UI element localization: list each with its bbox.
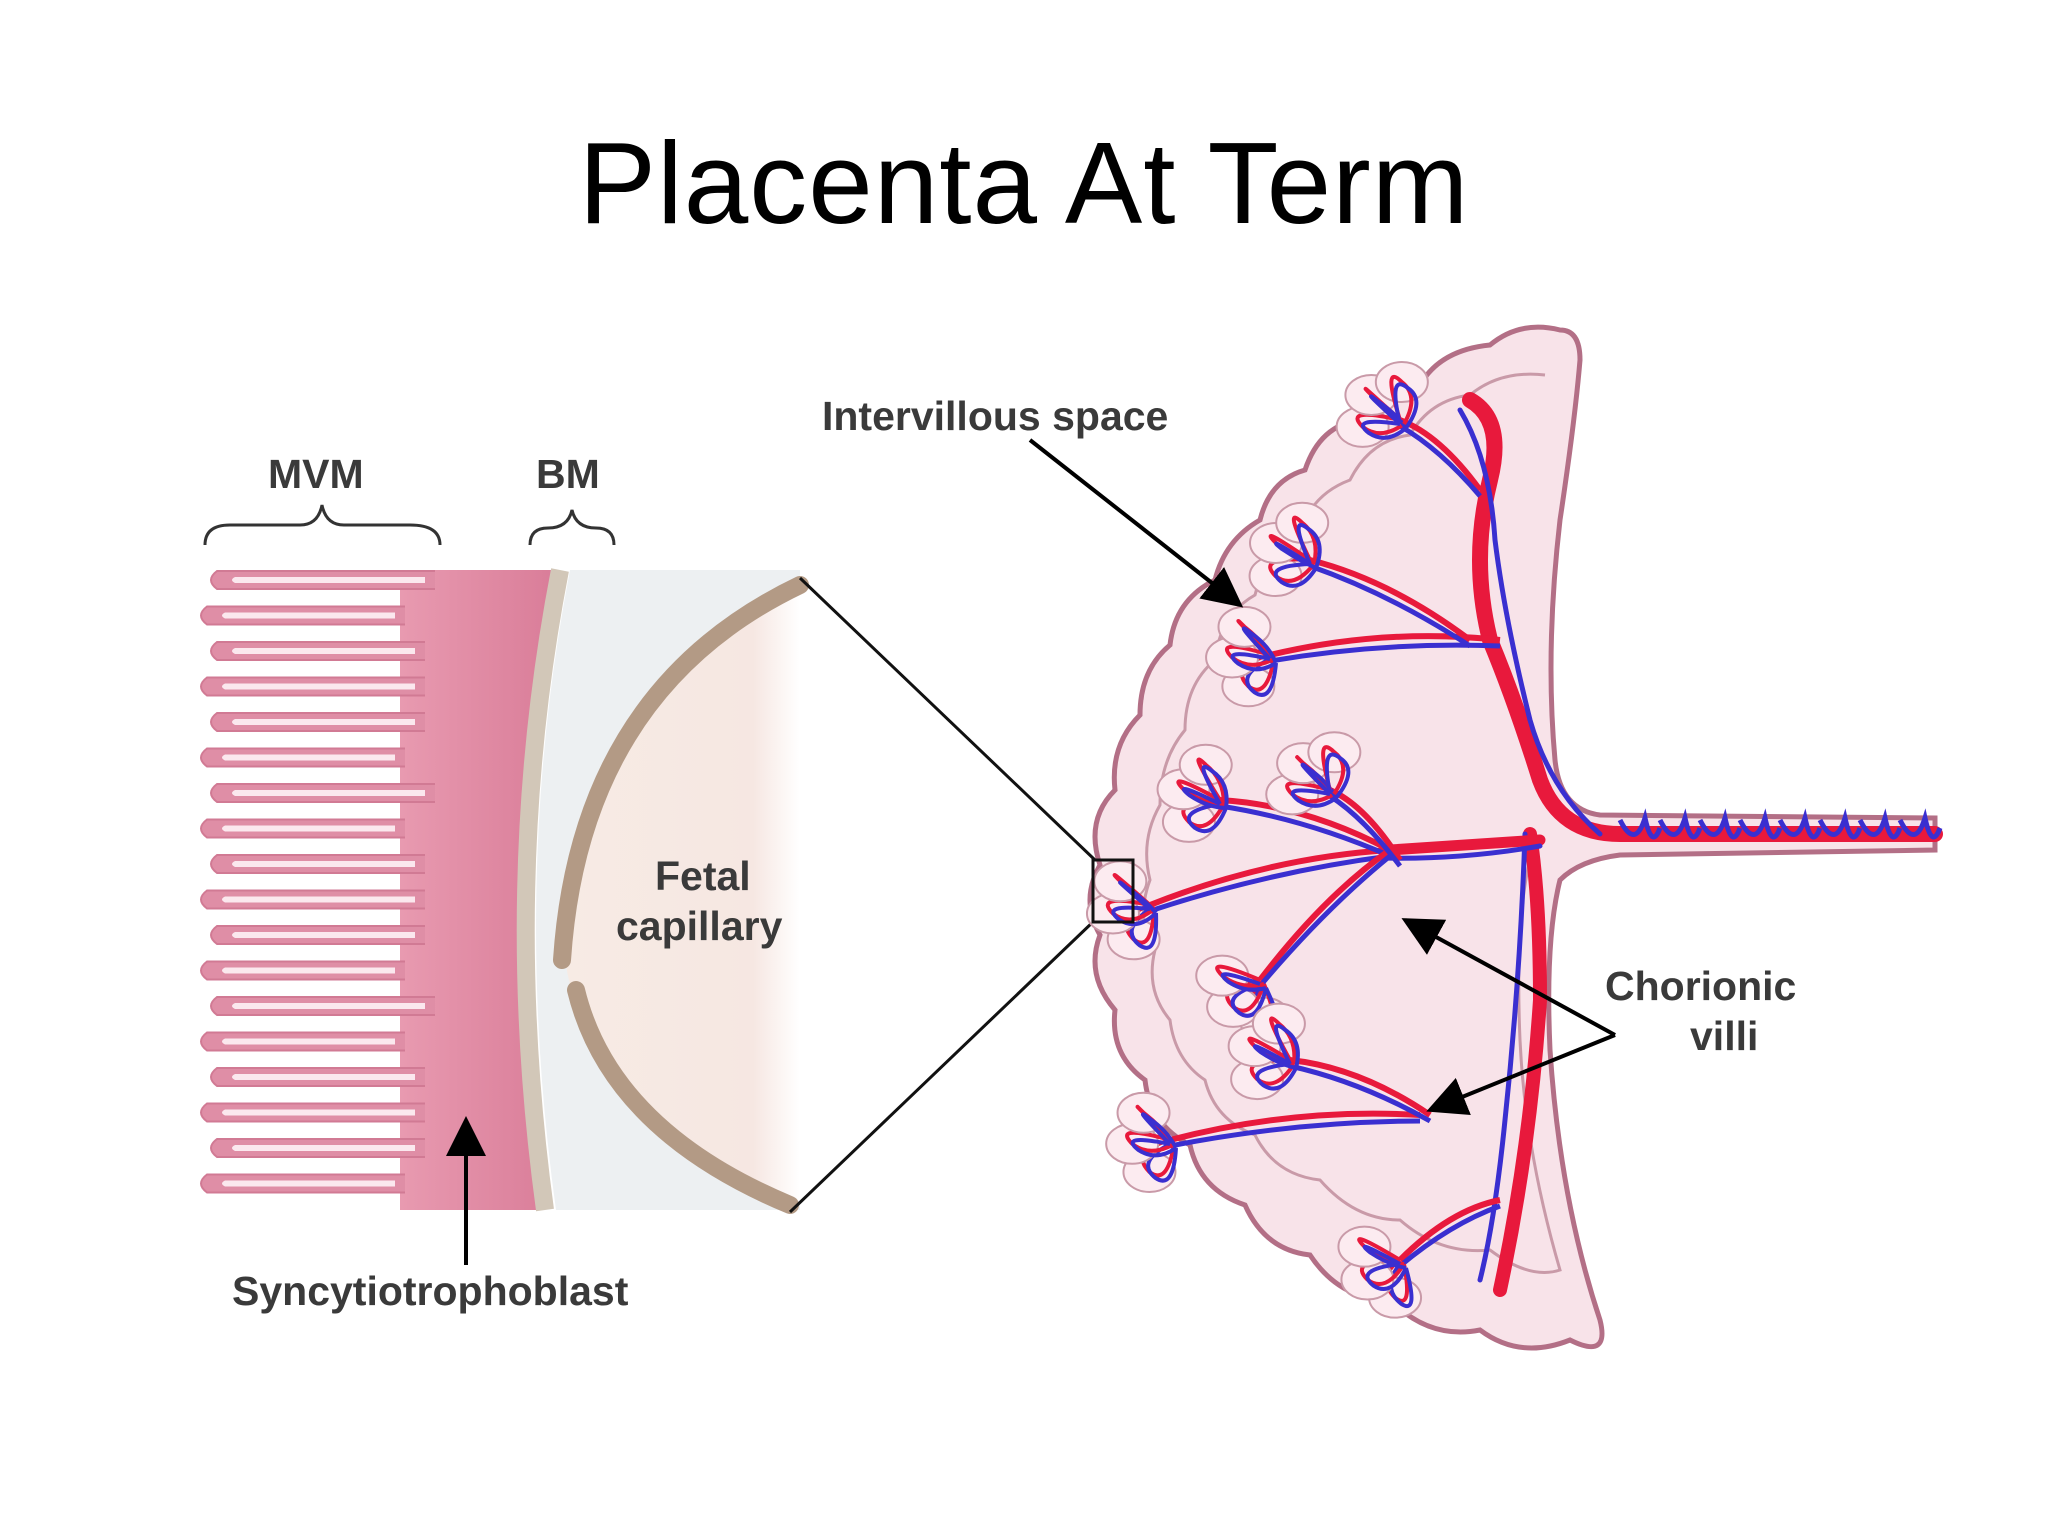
capillary-loop-vein	[1296, 523, 1322, 569]
label-fetal-capillary-line1: Fetal	[655, 853, 751, 899]
umbilical-coil	[1817, 808, 1863, 840]
microvillus-core	[222, 754, 395, 761]
microvillus-core	[232, 577, 425, 583]
umbilical-coil	[1617, 808, 1663, 840]
mvm-brace	[203, 504, 442, 546]
microvillus-core	[222, 1109, 415, 1116]
villous-branch-artery	[1257, 847, 1392, 982]
capillary-loop-vein	[1230, 652, 1278, 672]
microvillus-core	[232, 648, 415, 654]
microvillus-core	[232, 719, 415, 725]
bm-brace	[528, 509, 616, 546]
villous-branch-vein	[1398, 1203, 1501, 1268]
microvillus-core	[232, 1074, 415, 1080]
capillary-loop-vein	[1324, 752, 1351, 800]
villous-vessel	[1457, 407, 1603, 837]
capillary-loop-vein	[1182, 787, 1227, 810]
capillary-loop-vein	[1230, 982, 1268, 1018]
label-syncytiotrophoblast: Syncytiotrophoblast	[232, 1268, 629, 1314]
umbilical-coil	[1697, 808, 1743, 840]
capillary-loop-vein	[1241, 626, 1278, 664]
capillary-loop-vein	[1140, 1112, 1178, 1149]
villous-branch-artery	[1397, 1197, 1501, 1263]
basement-membrane-band	[516, 568, 569, 1212]
slide-title: Placenta At Term	[578, 118, 1470, 248]
label-chorionic-villi-line1: Chorionic	[1605, 963, 1796, 1009]
capillary-loop-artery	[1389, 375, 1414, 425]
villous-branch-vein	[1219, 803, 1391, 859]
capillary-wall-upper	[553, 576, 809, 969]
fetal-capillary-lumen	[565, 578, 800, 1205]
villous-vessel	[1493, 827, 1548, 1297]
villous-branch-vein	[1309, 563, 1472, 649]
chorionic-villi-arrow-upper	[1401, 918, 1616, 1037]
capillary-loop-vein	[1111, 905, 1158, 927]
label-fetal-capillary-line2: capillary	[616, 903, 783, 949]
capillary-loop-vein	[1253, 1044, 1297, 1070]
microvillus-core	[222, 1038, 395, 1045]
label-mvm: MVM	[268, 451, 364, 497]
microvillus-core	[222, 683, 415, 690]
capillary-wall-lower	[567, 981, 799, 1214]
umbilical-coil	[1657, 808, 1703, 840]
villous-branch-vein	[1269, 642, 1501, 664]
microvilli	[200, 570, 435, 1194]
syncytiotrophoblast-layer	[400, 570, 560, 1210]
villous-vessel	[1384, 834, 1546, 856]
capillary-loop-vein	[1130, 1138, 1178, 1158]
villous-branch-vein	[1398, 423, 1482, 498]
villous-branch-artery	[1309, 557, 1472, 643]
capillary-loop-vein	[1361, 419, 1408, 440]
villous-branch-vein	[1289, 1063, 1432, 1124]
zoom-panel	[200, 504, 1097, 1265]
placenta-lobe	[1028, 324, 1943, 1351]
microvillus-core	[222, 825, 395, 832]
label-bm: BM	[536, 451, 600, 497]
villous-branch-vein	[1328, 793, 1403, 868]
capillary-loop-vein	[1273, 562, 1318, 588]
capillary-loop-vein	[1255, 1062, 1298, 1091]
umbilical-coil	[1737, 808, 1783, 840]
microvillus-core	[222, 1180, 395, 1187]
villous-branch-artery	[1169, 1110, 1421, 1143]
microvillus-core	[232, 1003, 425, 1009]
capillary-loop-vein	[1274, 541, 1317, 570]
microvillus-core	[232, 1145, 415, 1151]
capillary-loop-vein	[1118, 880, 1158, 915]
label-chorionic-villi-line2: villi	[1690, 1013, 1758, 1059]
capillary-loop-vein	[1220, 972, 1267, 992]
villous-branch-artery	[1219, 797, 1392, 853]
microvillus-core	[222, 896, 415, 903]
chorionic-villi-arrow-lower	[1426, 1033, 1616, 1116]
villous-branch-vein	[1169, 1118, 1421, 1149]
intervillous-space-arrow	[1028, 438, 1244, 608]
zoom-box	[1091, 858, 1135, 924]
capillary-loop-vein	[1365, 1262, 1408, 1291]
microvillus-core	[232, 790, 425, 796]
umbilical-coil	[1897, 808, 1943, 840]
zoom-line-bottom	[788, 918, 1097, 1214]
capillary-loop-vein	[1201, 764, 1229, 809]
capillary-loop-artery	[1321, 745, 1346, 796]
villous-branch-artery	[1289, 1057, 1432, 1118]
microvillus-core	[232, 861, 415, 867]
microvillus-core	[222, 612, 395, 619]
microvillus-core	[222, 967, 395, 974]
capillary-loop-vein	[1274, 1023, 1300, 1069]
capillary-loop-vein	[1187, 802, 1228, 834]
umbilical-coil	[1777, 808, 1823, 840]
capillary-loop-vein	[1393, 382, 1419, 430]
label-intervillous-space: Intervillous space	[822, 393, 1168, 439]
capillary-loop-vein	[1362, 1244, 1407, 1270]
villous-vessel	[1477, 831, 1528, 1283]
microvillus-core	[232, 932, 415, 938]
capillary-loop-vein	[1290, 788, 1338, 808]
zoom-line-top	[798, 576, 1097, 862]
villous-branch-vein	[1258, 854, 1392, 988]
umbilical-coil	[1857, 808, 1903, 840]
villous-branch-artery	[1148, 847, 1391, 908]
villous-branch-vein	[1149, 853, 1391, 914]
